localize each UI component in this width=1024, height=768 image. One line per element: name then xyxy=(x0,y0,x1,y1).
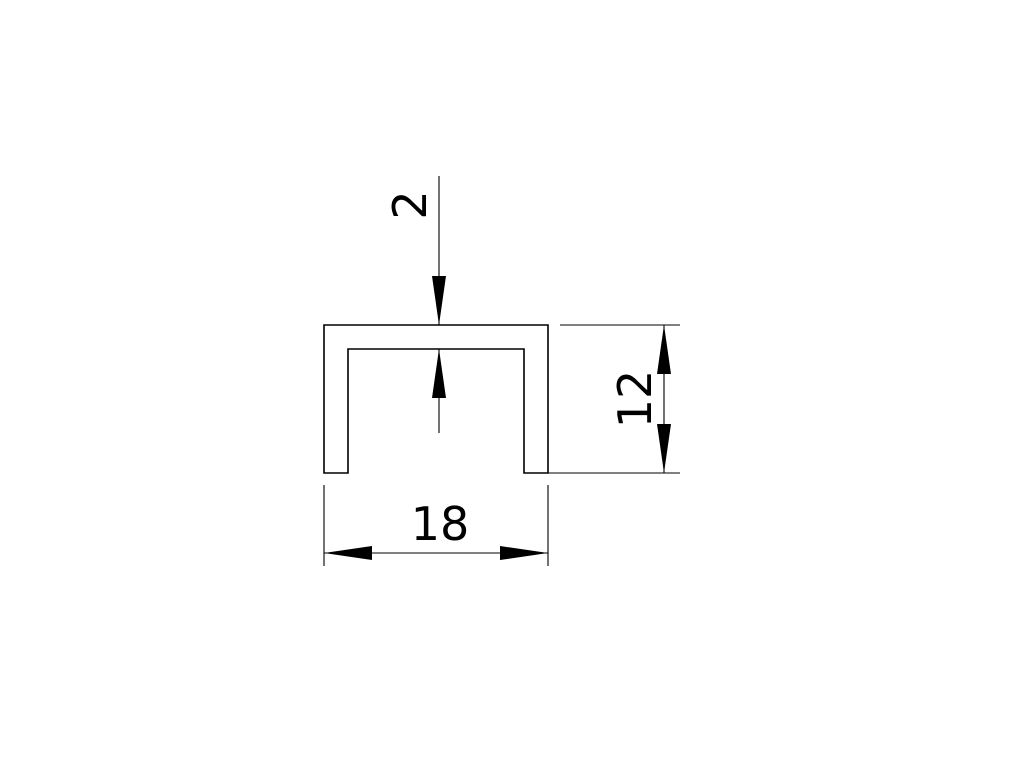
channel-profile-outline xyxy=(323,324,549,474)
height-dimension: 12 xyxy=(548,324,680,474)
thickness-arrow-up xyxy=(432,349,446,398)
thickness-arrow-down xyxy=(432,276,446,325)
height-label: 12 xyxy=(608,370,662,429)
width-arrow-right xyxy=(500,546,548,560)
thickness-label: 2 xyxy=(383,190,437,219)
thickness-dimension: 2 xyxy=(383,176,446,433)
width-label: 18 xyxy=(411,497,470,551)
height-arrow-top xyxy=(657,325,671,374)
height-arrow-bottom xyxy=(657,424,671,473)
width-arrow-left xyxy=(324,546,372,560)
width-dimension: 18 xyxy=(323,485,549,566)
